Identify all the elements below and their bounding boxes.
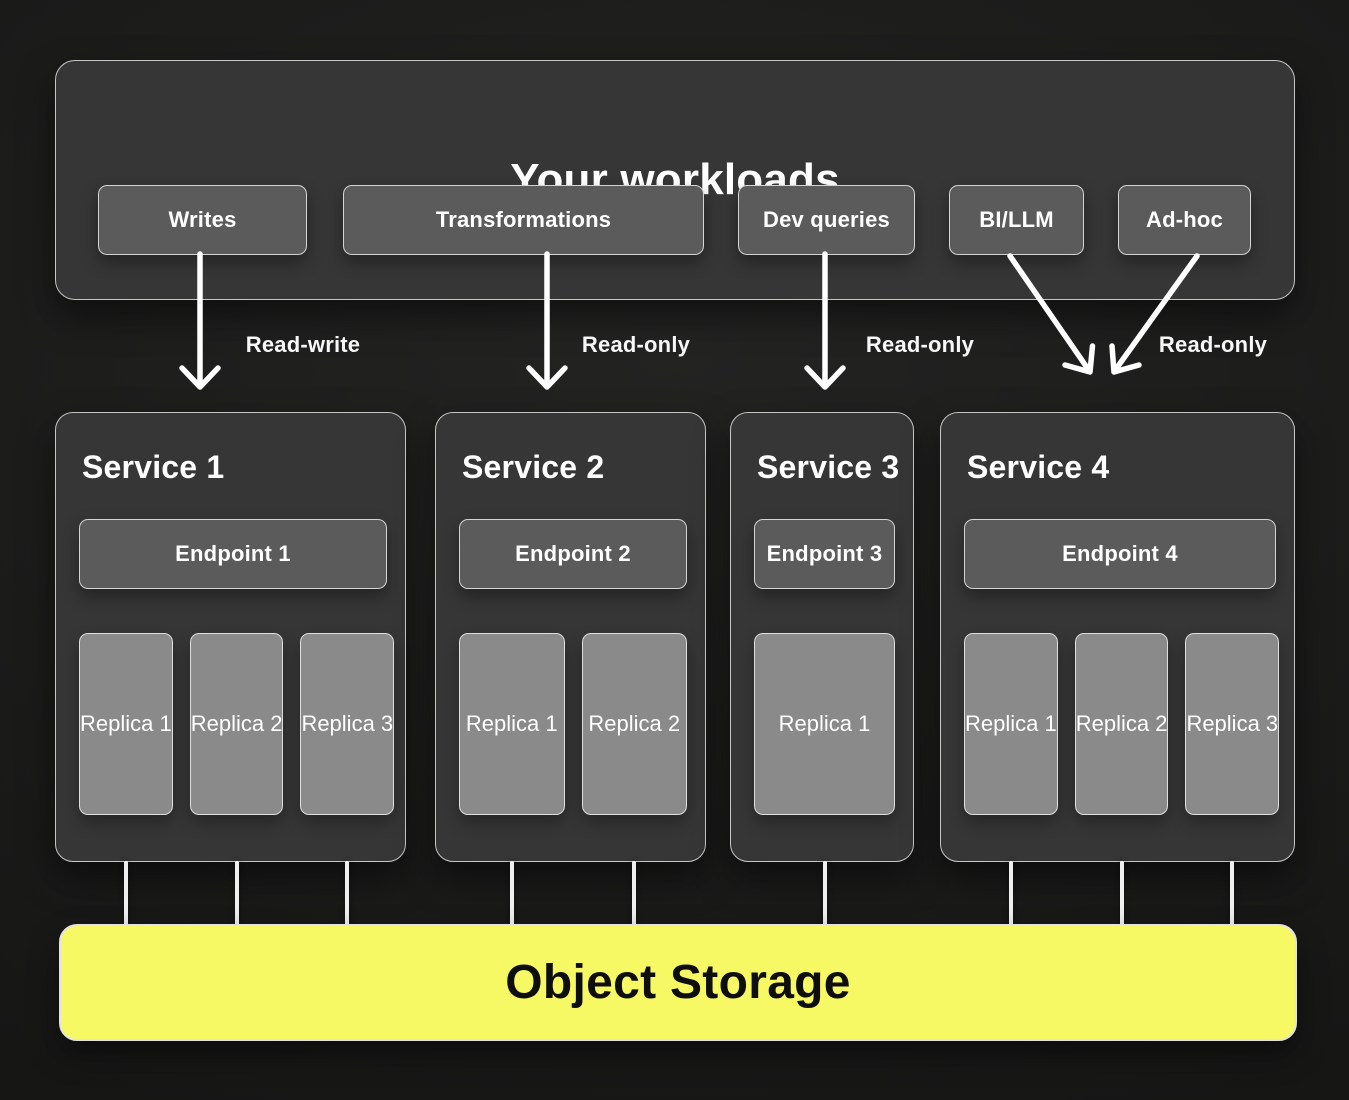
- workload-label-bi-llm: BI/LLM: [979, 207, 1054, 232]
- workload-box-bi-llm: BI/LLM: [949, 185, 1084, 255]
- service-4-replica-2: Replica 2: [1074, 633, 1169, 928]
- flow-label-read-only-transformations: Read-only: [581, 332, 691, 357]
- service-1-endpoint-label: Endpoint 1: [175, 541, 291, 566]
- service-3-endpoint-box: Endpoint 3: [754, 519, 895, 589]
- service-4-endpoint-box: Endpoint 4: [964, 519, 1276, 589]
- storage-connector-line: [509, 861, 514, 928]
- service-4-replica-3: Replica 3: [1185, 633, 1280, 928]
- service-1-replicas: Replica 1 Replica 2 Replica 3: [79, 633, 395, 928]
- storage-connector-line: [1008, 861, 1013, 928]
- service-1-replica-3: Replica 3: [300, 633, 395, 928]
- service-4-replicas: Replica 1 Replica 2 Replica 3: [964, 633, 1280, 928]
- service-2-endpoint-label: Endpoint 2: [515, 541, 631, 566]
- service-3-title: Service 3: [757, 449, 900, 485]
- service-2-replica-1: Replica 1: [459, 633, 565, 928]
- workloads-panel: Your workloads Writes Transformations De…: [55, 60, 1295, 300]
- service-2-replicas: Replica 1 Replica 2: [459, 633, 687, 928]
- workload-box-dev-queries: Dev queries: [738, 185, 915, 255]
- service-4-panel: Service 4 Endpoint 4 Replica 1 Replica 2…: [940, 412, 1295, 928]
- service-2-panel: Service 2 Endpoint 2 Replica 1 Replica 2: [435, 412, 706, 928]
- workload-label-writes: Writes: [168, 207, 237, 232]
- service-1-replica-2: Replica 2: [189, 633, 284, 928]
- service-1-panel: Service 1 Endpoint 1 Replica 1 Replica 2…: [55, 412, 406, 928]
- storage-connector-line: [632, 861, 637, 928]
- service-2-endpoint-box: Endpoint 2: [459, 519, 687, 589]
- workload-box-ad-hoc: Ad-hoc: [1118, 185, 1251, 255]
- service-4-endpoint-label: Endpoint 4: [1062, 541, 1178, 566]
- workload-box-writes: Writes: [98, 185, 307, 255]
- service-3-replicas: Replica 1: [754, 633, 895, 928]
- storage-connector-line: [1119, 861, 1124, 928]
- service-3-replica-1: Replica 1: [754, 633, 895, 928]
- object-storage-label: Object Storage: [505, 956, 851, 1009]
- service-1-replica-1: Replica 1: [79, 633, 173, 928]
- service-3-endpoint-label: Endpoint 3: [766, 541, 883, 566]
- storage-connector-line: [1230, 861, 1235, 928]
- flow-label-read-only-adhoc: Read-only: [1158, 332, 1268, 357]
- storage-connector-line: [234, 861, 239, 928]
- object-storage-bar: Object Storage: [59, 924, 1297, 1041]
- service-1-title: Service 1: [82, 449, 225, 485]
- storage-connector-line: [822, 861, 827, 928]
- service-1-endpoint-box: Endpoint 1: [79, 519, 387, 589]
- storage-connector-line: [123, 861, 128, 928]
- workload-label-ad-hoc: Ad-hoc: [1146, 207, 1223, 232]
- storage-connector-line: [345, 861, 350, 928]
- flow-label-read-write: Read-write: [245, 332, 361, 357]
- service-3-panel: Service 3 Endpoint 3 Replica 1: [730, 412, 914, 928]
- service-2-title: Service 2: [462, 449, 605, 485]
- workload-box-transformations: Transformations: [343, 185, 704, 255]
- service-4-replica-1: Replica 1: [964, 633, 1058, 928]
- workload-label-transformations: Transformations: [435, 207, 612, 232]
- service-4-title: Service 4: [967, 449, 1110, 485]
- service-2-replica-2: Replica 2: [581, 633, 687, 928]
- workload-label-dev-queries: Dev queries: [763, 207, 890, 232]
- flow-label-read-only-dev-queries: Read-only: [865, 332, 975, 357]
